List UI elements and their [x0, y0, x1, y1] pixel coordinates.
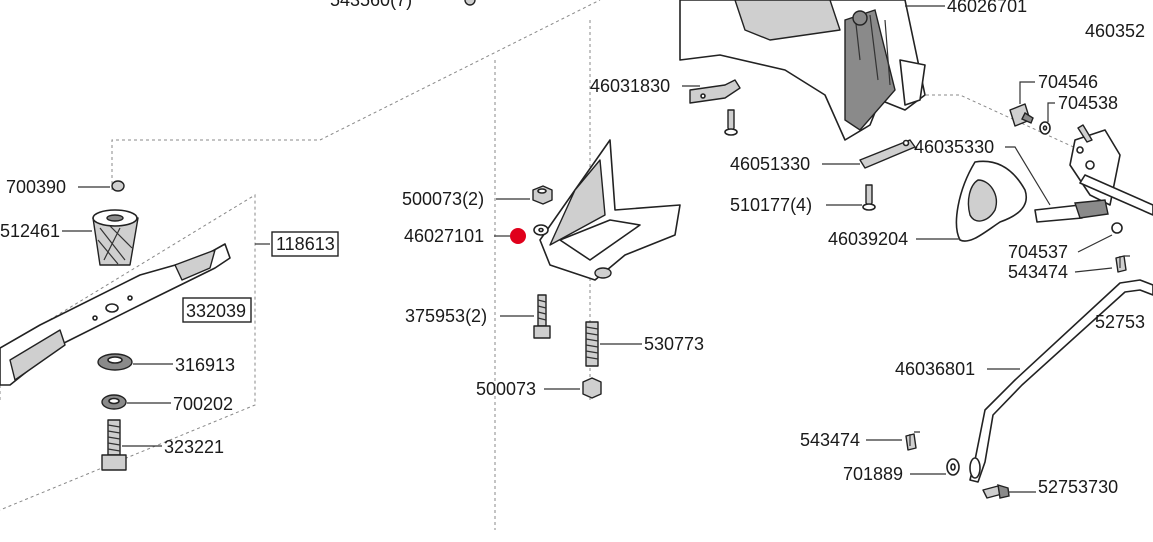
label-704537: 704537	[1008, 242, 1068, 262]
washer-316913	[97, 353, 133, 371]
label-332039: 332039	[186, 301, 246, 321]
handle-bar-part	[969, 279, 1153, 483]
plug-700390	[111, 180, 125, 192]
label-46035330: 46035330	[914, 137, 994, 157]
label-box-332039	[182, 297, 252, 323]
label-46039204: 46039204	[828, 229, 908, 249]
label-460352: 460352	[1085, 21, 1145, 41]
label-46031830: 46031830	[590, 76, 670, 96]
label-box-118613	[271, 231, 339, 257]
screw-510177	[862, 184, 876, 211]
label-500073-2: 500073(2)	[402, 189, 484, 209]
washer-46027101	[533, 224, 549, 236]
latch-clip-part	[1034, 199, 1109, 223]
label-46026701: 46026701	[947, 0, 1027, 16]
label-52753730: 52753730	[1038, 477, 1118, 497]
clip-543474-lower	[905, 431, 920, 451]
hinge-plate-part	[1069, 124, 1153, 216]
mower-blade-332039	[0, 243, 231, 386]
label-543474b: 543474	[800, 430, 860, 450]
bolt-704546	[1009, 103, 1034, 127]
label-704546: 704546	[1038, 72, 1098, 92]
nut-704537	[1111, 222, 1123, 234]
nut-500073-upper	[532, 185, 553, 205]
label-375953: 375953(2)	[405, 306, 487, 326]
label-530773: 530773	[644, 334, 704, 354]
label-46027101: 46027101	[404, 226, 484, 246]
washer-704538	[1039, 121, 1051, 135]
label-46036801: 46036801	[895, 359, 975, 379]
bolt-52753730	[982, 484, 1010, 499]
label-500073: 500073	[476, 379, 536, 399]
clip-543474-upper	[1115, 255, 1130, 273]
label-52753: 52753	[1095, 312, 1145, 332]
label-700390: 700390	[6, 177, 66, 197]
spring-530773	[585, 321, 599, 367]
label-510177: 510177(4)	[730, 195, 812, 215]
bolt-375953	[533, 294, 551, 339]
rear-housing-part	[679, 0, 926, 141]
assembly-guide-line	[111, 0, 601, 190]
label-704538: 704538	[1058, 93, 1118, 113]
label-543474a: 543474	[1008, 262, 1068, 282]
side-deflector-part	[539, 139, 681, 281]
grip-handle-part	[955, 160, 1027, 242]
assembly-guide-line	[0, 194, 256, 511]
blade-bolt-323221	[101, 419, 127, 471]
label-700202: 700202	[173, 394, 233, 414]
mounting-bracket-part	[689, 79, 741, 104]
label-323221: 323221	[164, 437, 224, 457]
label-543560: 543560(7)	[330, 0, 412, 10]
lock-washer-700202	[101, 394, 127, 410]
deflector-strip-part	[859, 139, 916, 169]
label-701889: 701889	[843, 464, 903, 484]
label-118613: 118613	[276, 234, 335, 254]
screw-part	[724, 109, 738, 136]
washer-701889	[946, 458, 960, 476]
nut-500073-lower	[582, 377, 602, 399]
highlight-marker	[510, 228, 526, 244]
label-512461: 512461	[0, 221, 60, 241]
label-316913: 316913	[175, 355, 235, 375]
assembly-guide-line	[920, 94, 1081, 151]
blade-adapter-512461	[92, 209, 139, 266]
label-46051330: 46051330	[730, 154, 810, 174]
